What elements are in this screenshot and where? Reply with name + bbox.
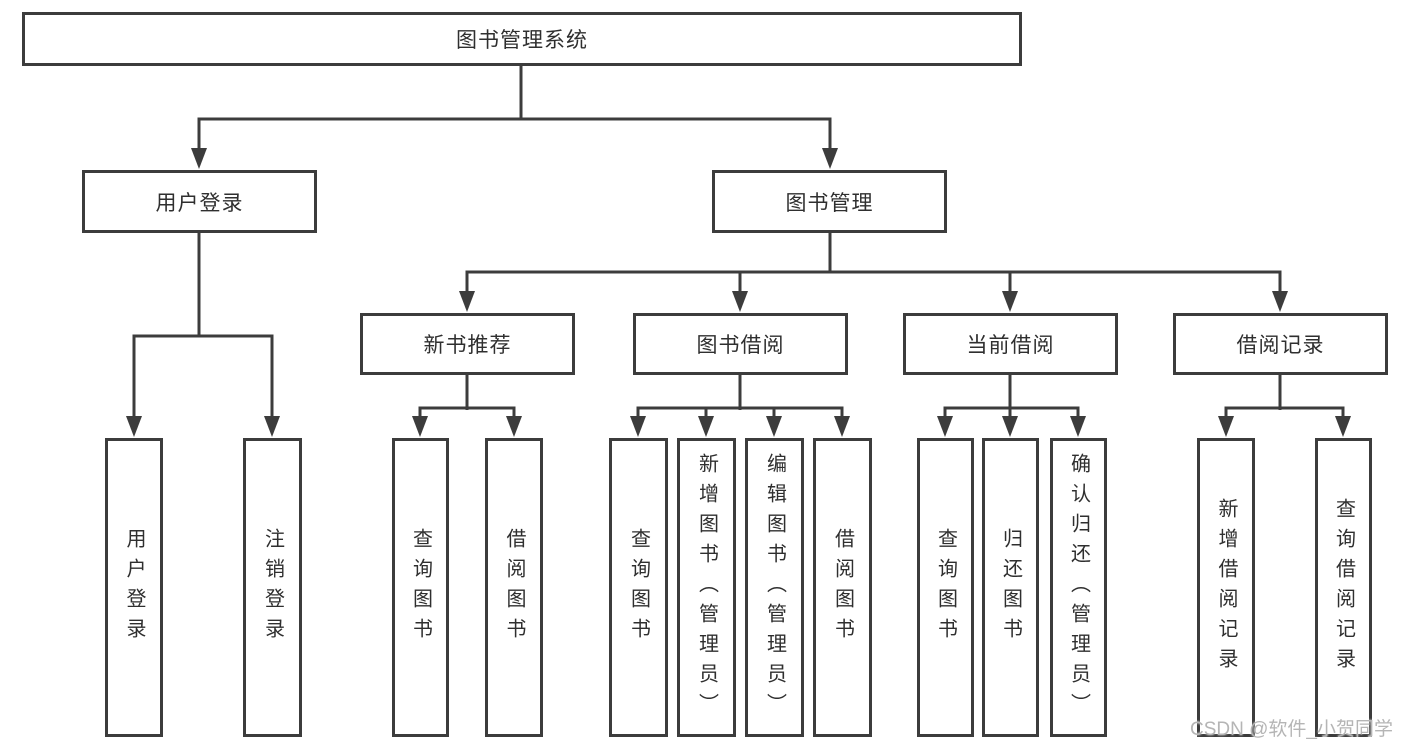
- node-label: 新增图书（管理员）: [695, 452, 718, 723]
- node-label: 当前借阅: [966, 334, 1055, 357]
- node-user-login-group: 用户登录: [82, 170, 317, 233]
- node-label: 归还图书: [999, 527, 1022, 648]
- node-label: 确认归还（管理员）: [1067, 452, 1090, 723]
- leaf-return-books: 归还图书: [982, 438, 1039, 737]
- node-label: 查询借阅记录: [1332, 497, 1355, 678]
- node-book-management-group: 图书管理: [712, 170, 947, 233]
- node-label: 用户登录: [123, 527, 145, 648]
- node-label: 用户登录: [155, 191, 244, 215]
- leaf-borrow-books: 借阅图书: [813, 438, 872, 737]
- leaf-confirm-return-admin: 确认归还（管理员）: [1050, 438, 1107, 737]
- node-root-system: 图书管理系统: [22, 12, 1022, 66]
- node-label: 借阅图书: [831, 527, 854, 648]
- leaf-logout: 注销登录: [243, 438, 302, 737]
- leaf-query-books: 查询图书: [392, 438, 449, 737]
- leaf-edit-book-admin: 编辑图书（管理员）: [745, 438, 804, 737]
- leaf-borrow-books: 借阅图书: [485, 438, 543, 737]
- arrowhead-icons: [126, 148, 1351, 437]
- node-label: 新书推荐: [423, 334, 512, 357]
- node-label: 新增借阅记录: [1215, 497, 1237, 678]
- node-label: 查询图书: [409, 527, 432, 648]
- leaf-add-book-admin: 新增图书（管理员）: [677, 438, 736, 737]
- node-new-book-recommend: 新书推荐: [360, 313, 575, 375]
- node-borrowing-records: 借阅记录: [1173, 313, 1388, 375]
- node-label: 图书管理系统: [456, 29, 588, 52]
- leaf-user-login: 用户登录: [105, 438, 163, 737]
- node-label: 注销登录: [261, 527, 284, 648]
- leaf-query-books: 查询图书: [609, 438, 668, 737]
- leaf-query-borrow-record: 查询借阅记录: [1315, 438, 1372, 737]
- node-label: 借阅记录: [1236, 334, 1325, 357]
- leaf-query-books: 查询图书: [917, 438, 974, 737]
- csdn-watermark: CSDN @软件_小贺同学: [1190, 719, 1393, 740]
- node-label: 编辑图书（管理员）: [763, 452, 786, 723]
- node-current-borrowing: 当前借阅: [903, 313, 1118, 375]
- node-label: 查询图书: [627, 527, 650, 648]
- node-label: 图书管理: [785, 191, 874, 215]
- leaf-add-borrow-record: 新增借阅记录: [1197, 438, 1255, 737]
- node-label: 图书借阅: [696, 334, 785, 357]
- node-book-borrowing: 图书借阅: [633, 313, 848, 375]
- node-label: 查询图书: [934, 527, 957, 648]
- node-label: 借阅图书: [503, 527, 525, 648]
